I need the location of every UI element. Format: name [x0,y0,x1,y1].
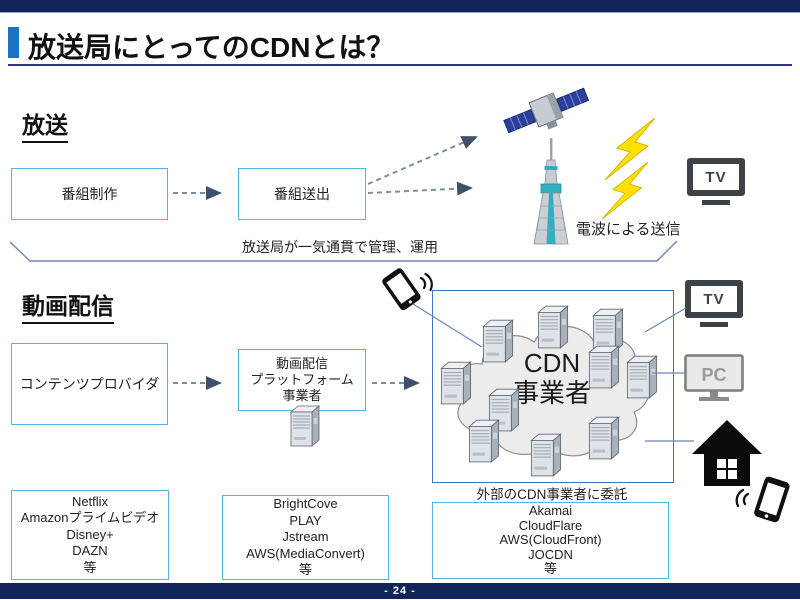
cdn-service-item: AWS(CloudFront) [499,532,602,548]
server-icon [528,430,564,478]
platform-service-item: 等 [298,562,312,578]
page-title: 放送局にとってのCDNとは？ [28,32,395,63]
platform-service-item: AWS(MediaConvert) [246,545,365,561]
platform-service-item: Jstream [282,529,329,545]
smartphone-icon [735,476,790,523]
cdn-cloud-label: CDN 事業者 [432,348,672,408]
cdn-services-box: Akamai CloudFlare AWS(CloudFront) JOCDN … [432,502,669,579]
video-service-item: Disney+ [66,526,114,542]
content-provider-box: コンテンツプロバイダ [11,343,168,425]
title-underline [8,64,792,66]
broadcast-tower-icon [533,138,569,245]
cdn-cloud-label-line1: CDN [523,348,581,378]
content-provider-label: コンテンツプロバイダ [19,376,160,392]
cdn-service-item: Akamai [528,503,573,519]
cdn-service-item: 等 [543,561,557,577]
svg-text:TV: TV [705,169,726,186]
server-icon [624,352,660,400]
program-production-box: 番組制作 [11,168,168,220]
svg-text:TV: TV [703,291,724,308]
outsource-caption: 外部のCDN事業者に委託 [476,487,628,502]
server-icon [438,358,474,406]
server-icon [535,302,571,350]
pc-icon: PC [684,354,744,401]
title-accent-bar [8,27,19,58]
broadcast-brace-caption: 放送局が一気通貫で管理、運用 [242,239,438,255]
server-icon [466,416,502,464]
program-sendout-label: 番組送出 [274,186,330,202]
platform-line-3: 事業者 [282,388,322,403]
house-icon [692,420,762,486]
program-sendout-box: 番組送出 [238,168,366,220]
cdn-cloud-label-line2: 事業者 [512,378,591,408]
platform-service-item: PLAY [289,512,322,528]
platform-line-2: プラットフォーム [250,372,354,387]
video-services-box: Netflix Amazonプライムビデオ Disney+ DAZN 等 [11,490,169,580]
cdn-service-item: JOCDN [528,546,573,562]
program-production-label: 番組制作 [61,186,118,202]
tv-icon: TV [685,280,743,327]
top-navy-band [0,0,800,12]
platform-services-box: BrightCove PLAY Jstream AWS(MediaConvert… [222,495,389,580]
video-service-item: DAZN [72,543,108,559]
satellite-icon [503,87,590,134]
video-service-item: Netflix [71,493,109,509]
platform-line-1: 動画配信 [275,356,328,371]
server-icon [586,342,622,390]
server-icon [480,316,516,364]
tv-icon: TV [687,158,745,205]
svg-text:PC: PC [701,365,726,385]
broadcast-heading: 放送 [22,106,68,143]
server-icon [288,402,322,448]
cdn-service-item: CloudFlare [518,517,583,533]
footer-bar: - 24 - [0,583,800,599]
video-service-item: 等 [83,559,97,575]
smartphone-icon [382,268,433,311]
server-icon [586,413,622,461]
lightning-icon [601,117,656,220]
page-number: - 24 - [384,585,416,597]
platform-service-item: BrightCove [273,496,338,512]
radio-transmission-caption: 電波による送信 [576,221,681,238]
streaming-heading: 動画配信 [22,287,114,324]
video-service-item: Amazonプライムビデオ [20,510,160,526]
top-band-divider [0,12,800,13]
